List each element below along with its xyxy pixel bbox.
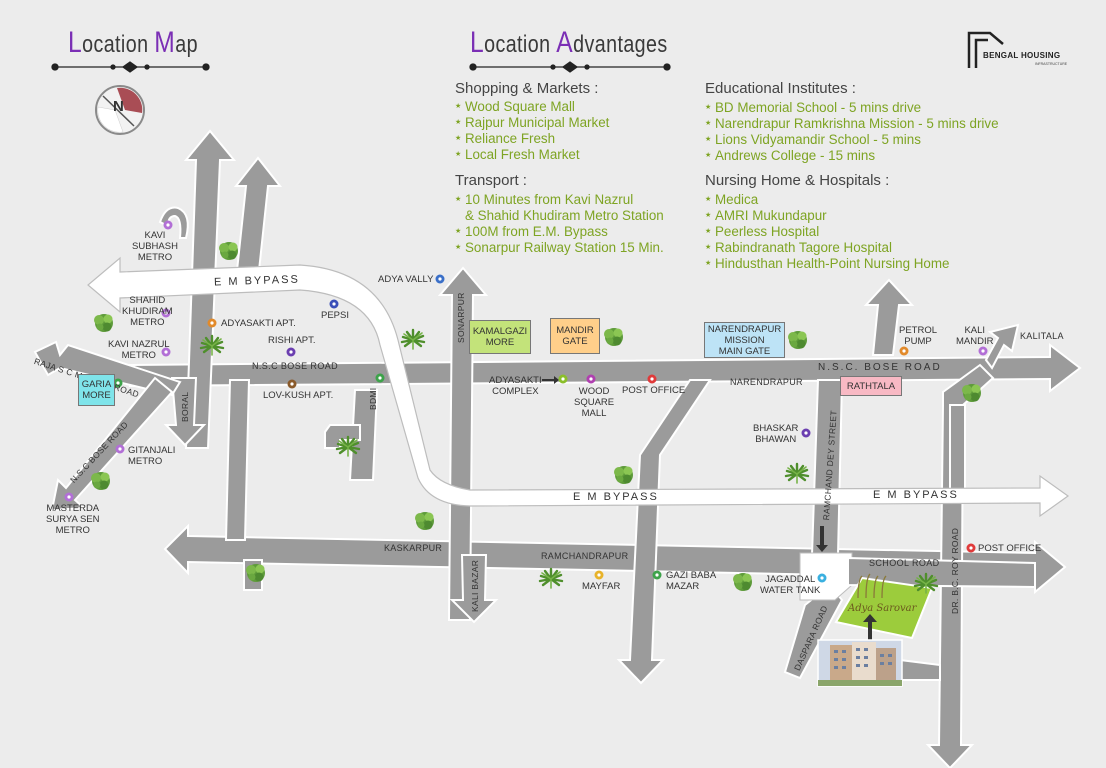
- road-label-em-bypass-mid: E M BYPASS: [573, 491, 659, 503]
- place-rishi-apt: RISHI APT.: [268, 335, 316, 346]
- box-mandir-gate: MANDIR GATE: [550, 318, 600, 354]
- place-shahid-khudiram-metro: SHAHID KHUDIRAM METRO: [122, 295, 173, 328]
- list-item: Peerless Hospital: [705, 224, 949, 240]
- transport-title: Transport :: [455, 172, 527, 189]
- place-petrol-pump: PETROL PUMP: [899, 325, 938, 347]
- brand-tagline: INFRASTRUCTURE: [1035, 62, 1068, 66]
- junction-arrow: [816, 526, 828, 552]
- list-item: Local Fresh Market: [455, 147, 609, 163]
- school-road: [847, 556, 1036, 589]
- road-label-sonarpur: SONARPUR: [456, 292, 466, 343]
- road-label-nsc-bose: N.S.C BOSE ROAD: [252, 361, 339, 371]
- complex-arrow: [542, 376, 559, 384]
- box-garia-more: GARIA MORE: [78, 374, 115, 406]
- place-mayfar: MAYFAR: [582, 581, 621, 592]
- narendrapur-south: [616, 379, 712, 685]
- road-label-ramchandrapur: RAMCHANDRAPUR: [541, 551, 629, 561]
- list-item: 10 Minutes from Kavi Nazrul & Shahid Khu…: [455, 192, 664, 224]
- nursing-list: Medica AMRI Mukundapur Peerless Hospital…: [705, 192, 949, 272]
- place-post-office-2: POST OFFICE: [978, 543, 1042, 554]
- place-kavi-nazrul-metro: KAVI NAZRUL METRO: [108, 339, 170, 361]
- project-building: [817, 639, 903, 687]
- compass-icon: [95, 85, 145, 135]
- road-label-boral: BORAL: [180, 391, 190, 422]
- road-label-kalitala: KALITALA: [1020, 331, 1064, 341]
- boral-road: [163, 377, 207, 447]
- place-jagaddal-water-tank: JAGADDAL WATER TANK: [760, 574, 821, 596]
- place-post-office-1: POST OFFICE: [622, 385, 686, 396]
- location-pins: [64, 220, 988, 583]
- project-arrow: [863, 614, 877, 640]
- small-loop: [324, 424, 361, 449]
- kali-mandir-road: [984, 323, 1020, 370]
- list-item: AMRI Mukundapur: [705, 208, 949, 224]
- place-kali-mandir: KALI MANDIR: [956, 325, 994, 347]
- place-adya-vally: ADYA VALLY: [378, 274, 434, 285]
- list-item: Rajpur Municipal Market: [455, 115, 609, 131]
- east-mid-road: [949, 404, 966, 501]
- list-item: Hindusthan Health-Point Nursing Home: [705, 256, 949, 272]
- road-label-dr-bc-roy: DR. B.C. ROY ROAD: [950, 527, 960, 614]
- box-rathtala: RATHTALA: [840, 376, 902, 396]
- list-item: Narendrapur Ramkrishna Mission - 5 mins …: [705, 116, 999, 132]
- list-item: Sonarpur Railway Station 15 Min.: [455, 240, 664, 256]
- project-name: Adya Sarovar: [848, 603, 917, 614]
- project-logo-mark: [857, 573, 887, 599]
- list-item: Rabindranath Tagore Hospital: [705, 240, 949, 256]
- road-label-school-road: SCHOOL ROAD: [869, 558, 940, 568]
- kavi-subhash-hook: [158, 206, 189, 239]
- education-list: BD Memorial School - 5 mins drive Narend…: [705, 100, 999, 164]
- shopping-title: Shopping & Markets :: [455, 80, 599, 97]
- education-title: Educational Institutes :: [705, 80, 856, 97]
- em-bypass: [87, 256, 1070, 518]
- place-adyasakti-apt: ADYASAKTI APT.: [221, 318, 296, 329]
- list-item: Medica: [705, 192, 949, 208]
- list-item: Reliance Fresh: [455, 131, 609, 147]
- list-item: Wood Square Mall: [455, 99, 609, 115]
- compass-north-label: N: [113, 98, 124, 115]
- road-label-narendrapur: NARENDRAPUR: [730, 377, 803, 387]
- raja-sc-mallick-road: [33, 340, 182, 397]
- nursing-title: Nursing Home & Hospitals :: [705, 172, 890, 189]
- ornament-left: [51, 61, 210, 73]
- road-label-kaskarpur: KASKARPUR: [384, 543, 443, 553]
- place-wood-square-mall: WOOD SQUARE MALL: [574, 386, 615, 419]
- list-item: BD Memorial School - 5 mins drive: [705, 100, 999, 116]
- transport-list: 10 Minutes from Kavi Nazrul & Shahid Khu…: [455, 192, 664, 256]
- place-gazi-baba-mazar: GAZI BABA MAZAR: [666, 570, 717, 592]
- kali-bazar-road: [449, 554, 499, 624]
- project-plot: [834, 576, 934, 640]
- location-map-title: Location Map: [68, 26, 198, 59]
- road-label-em-bypass-east: E M BYPASS: [873, 489, 959, 501]
- shopping-list: Wood Square Mall Rajpur Municipal Market…: [455, 99, 609, 163]
- road-label-kali-bazar: KALI BAZAR: [470, 559, 480, 612]
- place-lov-kush-apt: LOV-KUSH APT.: [263, 390, 334, 401]
- road-label-nsc-bose-east: N.S.C. BOSE ROAD: [818, 362, 942, 373]
- list-item: Lions Vidyamandir School - 5 mins: [705, 132, 999, 148]
- list-item: Andrews College - 15 mins: [705, 148, 999, 164]
- project-link: [899, 658, 941, 681]
- box-kamalgazi-more: KAMALGAZI MORE: [469, 320, 531, 354]
- place-kavi-subhash-metro: KAVI SUBHASH METRO: [132, 230, 178, 263]
- brand-name: BENGAL HOUSING: [983, 51, 1061, 60]
- place-masterda-metro: MASTERDA SURYA SEN METRO: [46, 503, 100, 536]
- logo-mark: [967, 31, 1004, 68]
- place-gitanjali-metro: GITANJALI METRO: [128, 445, 176, 467]
- north-road-2: [233, 156, 283, 281]
- box-narendrapur-mission: NARENDRAPUR MISSION MAIN GATE: [704, 322, 785, 358]
- place-adyasakti-complex: ADYASAKTI COMPLEX: [489, 375, 542, 397]
- kalitala-road: [863, 278, 915, 356]
- mid-road-1: [224, 379, 251, 541]
- road-label-bdmi: BDMI: [368, 387, 378, 410]
- ornament-right: [469, 61, 671, 73]
- place-bhaskar-bhawan: BHASKAR BHAWAN: [753, 423, 799, 445]
- location-advantages-title: Location Advantages: [470, 26, 668, 59]
- place-pepsi: PEPSI: [321, 310, 349, 321]
- list-item: 100M from E.M. Bypass: [455, 224, 664, 240]
- nsc-bose-diag: [50, 376, 174, 512]
